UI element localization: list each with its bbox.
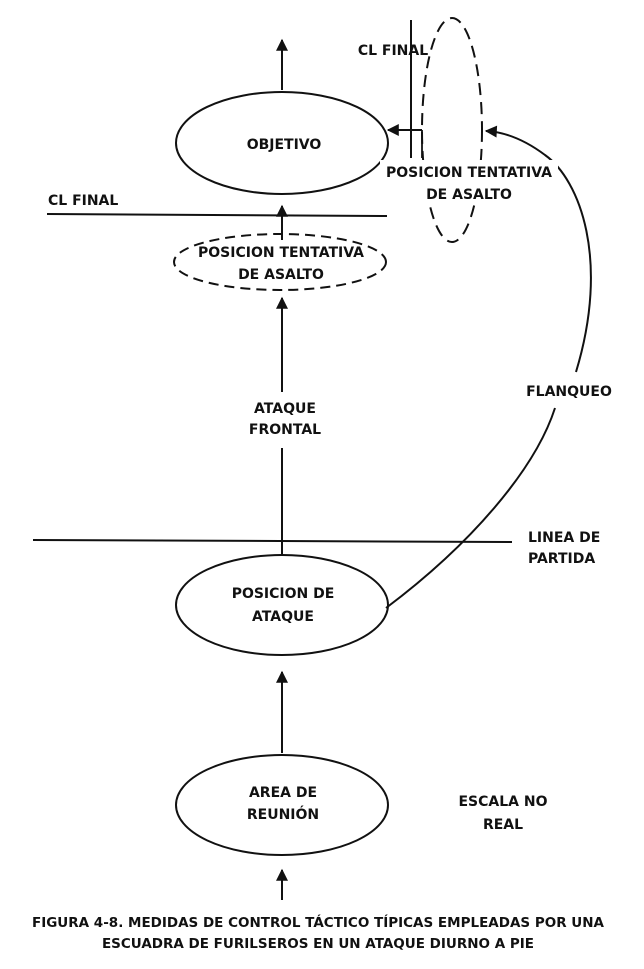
pta-right-label-bg — [380, 160, 558, 204]
flanqueo-path-lower — [385, 407, 556, 609]
flanqueo-label: FLANQUEO — [526, 384, 612, 400]
escala-label-1: ESCALA NO — [458, 794, 547, 810]
linea-partida-label-2: PARTIDA — [528, 551, 595, 567]
area-reunion-label-1: AREA DE — [249, 785, 317, 801]
pta-right-ellipse — [421, 17, 483, 243]
area-reunion-label-2: REUNIÓN — [247, 805, 319, 823]
area-reunion-ellipse — [175, 754, 389, 856]
pta-center-ellipse — [173, 233, 387, 291]
ataque-frontal-label-2: FRONTAL — [249, 422, 321, 438]
linea-partida-label-1: LINEA DE — [528, 530, 600, 546]
objetivo-ellipse — [175, 91, 389, 195]
pta-right-label-2: DE ASALTO — [426, 187, 512, 203]
posicion-ataque-label-2: ATAQUE — [252, 609, 314, 625]
escala-label-2: REAL — [483, 817, 523, 833]
linea-partida-line — [32, 539, 513, 543]
pta-right-label-1: POSICION TENTATIVA — [386, 165, 552, 181]
objetivo-label: OBJETIVO — [247, 137, 322, 153]
cl-final-line-left — [46, 213, 388, 217]
cl-final-left-label: CL FINAL — [48, 193, 118, 209]
flanqueo-path-upper — [484, 125, 592, 373]
pta-center-label-1: POSICION TENTATIVA — [198, 245, 364, 261]
pta-center-label-2: DE ASALTO — [238, 267, 324, 283]
posicion-ataque-label-1: POSICION DE — [232, 586, 335, 602]
cl-final-top-label: CL FINAL — [358, 43, 428, 59]
caption-line-1: FIGURA 4-8. MEDIDAS DE CONTROL TÁCTICO T… — [32, 914, 605, 931]
caption-line-2: ESCUADRA DE FURILSEROS EN UN ATAQUE DIUR… — [102, 936, 534, 952]
ataque-frontal-label-1: ATAQUE — [254, 401, 316, 417]
posicion-ataque-ellipse — [175, 554, 389, 656]
